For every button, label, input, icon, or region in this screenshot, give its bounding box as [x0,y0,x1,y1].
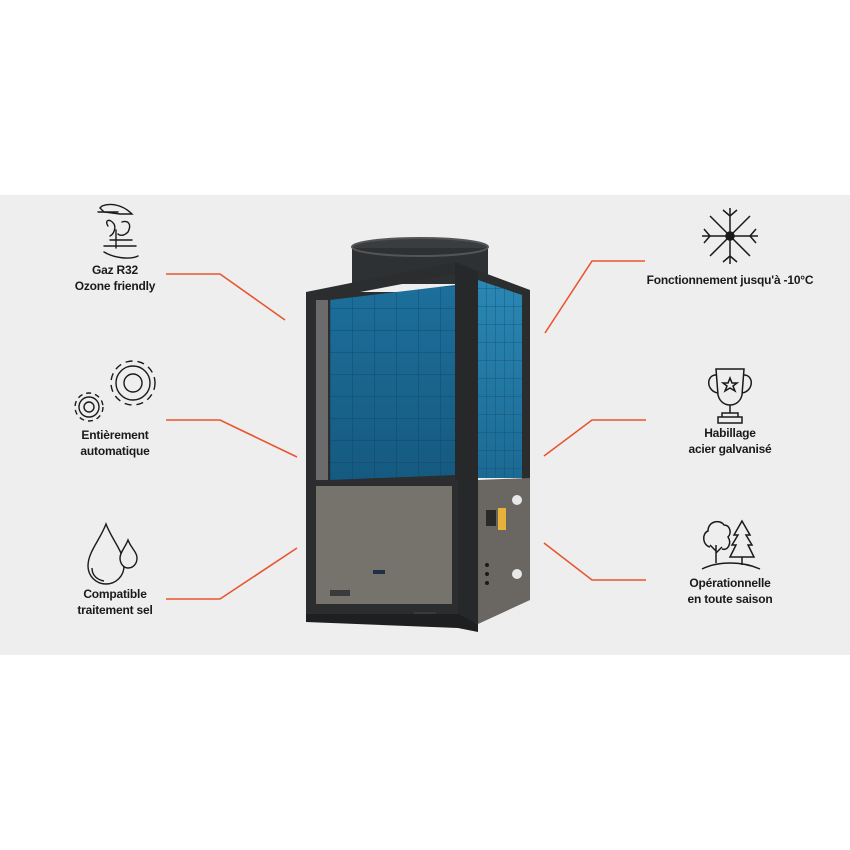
feature-fonctionnement-froid: Fonctionnement jusqu'à -10°C [630,206,830,288]
trees-icon [680,515,780,575]
feature-label-line2: en toute saison [687,592,773,606]
feature-label-line2: automatique [80,444,150,458]
feature-acier-galvanise: Habillage acier galvanisé [680,365,780,457]
feature-label-line1: Gaz R32 [92,263,138,277]
feature-label-line1: Fonctionnement jusqu'à -10°C [646,273,814,287]
feature-label-line2: traitement sel [77,603,153,617]
feature-gaz-r32: Gaz R32 Ozone friendly [50,200,180,294]
gears-icon [50,355,180,427]
leaf-hands-icon [50,200,180,262]
feature-automatique: Entièrement automatique [50,355,180,459]
leader-line-saison [543,542,646,581]
feature-label-line1: Entièrement [81,428,149,442]
leader-line-sel [166,547,298,600]
feature-label-line1: Compatible [83,587,147,601]
trophy-icon [680,365,780,425]
feature-label-line2: acier galvanisé [688,442,772,456]
feature-label-line1: Opérationnelle [689,576,771,590]
feature-label-line1: Habillage [704,426,756,440]
feature-toute-saison: Opérationnelle en toute saison [680,515,780,607]
leader-line-auto [166,419,298,458]
feature-label-line2: Ozone friendly [74,279,156,293]
leader-line-froid [544,260,645,334]
leader-line-acier [543,419,646,457]
leader-line-gaz [166,273,286,321]
feature-traitement-sel: Compatible traitement sel [50,522,180,618]
snowflake-icon [630,206,830,266]
water-drops-icon [50,522,180,586]
